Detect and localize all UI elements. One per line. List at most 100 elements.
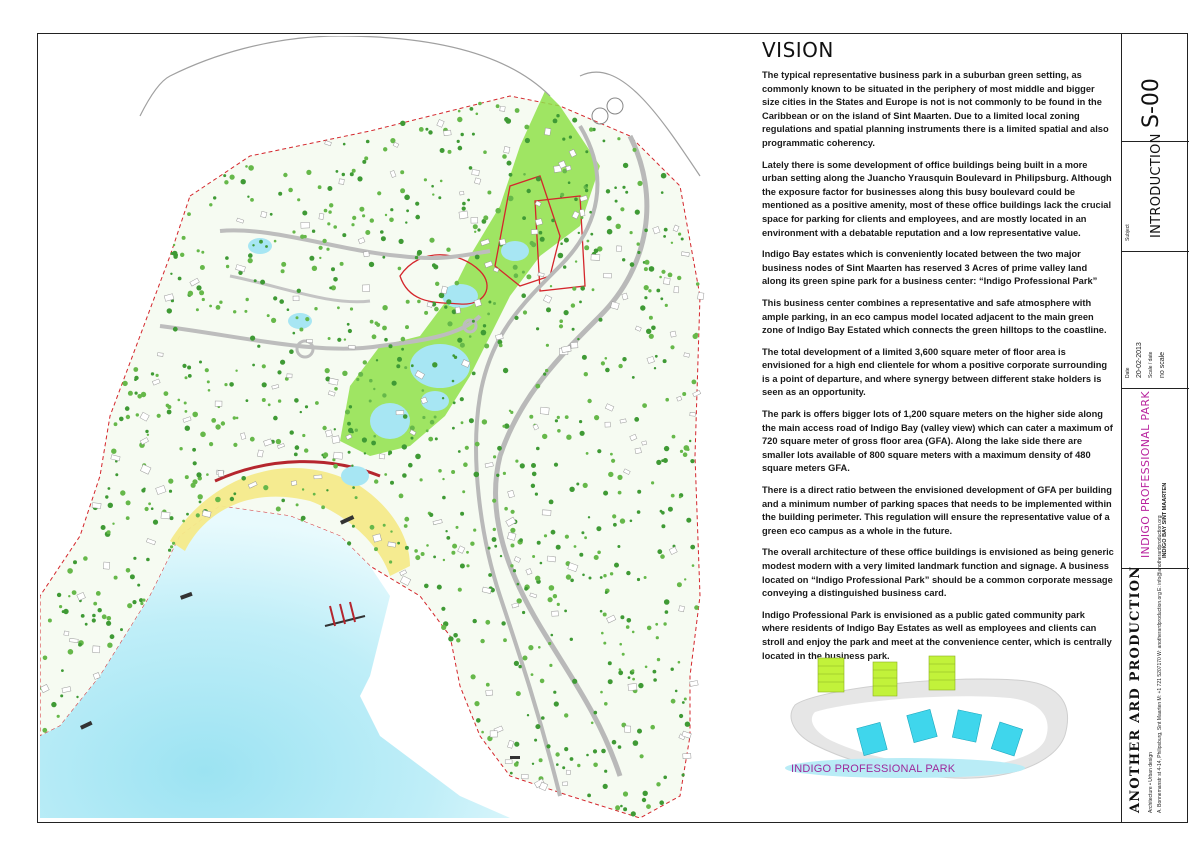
- tree: [456, 139, 460, 143]
- house-footprint: [163, 293, 175, 302]
- tree: [133, 367, 139, 372]
- tree: [651, 481, 655, 485]
- tree: [107, 642, 113, 648]
- tree: [410, 364, 414, 368]
- tree: [439, 148, 445, 153]
- tree: [61, 669, 64, 672]
- scale-label: Scale / date: [1148, 351, 1154, 378]
- tree: [330, 285, 336, 291]
- tree: [252, 363, 256, 367]
- tree: [225, 256, 229, 260]
- tree: [632, 147, 637, 152]
- house-footprint: [669, 330, 677, 338]
- tree: [590, 721, 594, 725]
- tree: [543, 372, 547, 376]
- house-footprint: [676, 395, 683, 402]
- house-footprint: [561, 345, 572, 353]
- tree: [384, 473, 388, 476]
- tree: [345, 409, 350, 415]
- house-footprint: [480, 238, 491, 246]
- tree: [209, 442, 214, 447]
- tree: [358, 371, 364, 377]
- tree: [127, 390, 133, 396]
- tree: [488, 573, 492, 577]
- house-footprint: [529, 592, 538, 599]
- building-cyan: [906, 709, 938, 743]
- tree: [471, 132, 475, 136]
- house-footprint: [260, 210, 268, 219]
- tree: [63, 608, 69, 615]
- tree: [664, 303, 668, 307]
- tree: [581, 531, 585, 535]
- tree: [333, 464, 338, 469]
- tree: [429, 512, 434, 517]
- tree: [400, 336, 406, 342]
- tree: [506, 160, 512, 166]
- tree: [342, 233, 347, 238]
- tree: [93, 601, 98, 606]
- tree: [113, 575, 118, 580]
- tree: [352, 215, 357, 220]
- tree: [245, 297, 249, 302]
- tree: [305, 317, 310, 322]
- tree: [547, 597, 553, 603]
- tree: [417, 299, 421, 304]
- tree: [457, 587, 462, 592]
- house-footprint: [235, 264, 246, 273]
- tree: [602, 612, 607, 617]
- tree: [215, 305, 221, 310]
- tree: [390, 138, 396, 144]
- tree: [617, 545, 621, 548]
- tree: [113, 422, 118, 427]
- tree: [398, 493, 404, 499]
- house-footprint: [443, 129, 452, 136]
- tree: [219, 300, 223, 304]
- tree: [586, 753, 589, 757]
- tree: [593, 762, 598, 768]
- tree: [414, 255, 419, 260]
- tree: [460, 421, 464, 425]
- tree: [337, 306, 340, 310]
- tree: [510, 564, 514, 568]
- tree: [499, 554, 503, 558]
- main-road: [493, 134, 650, 777]
- tree: [620, 615, 625, 620]
- tree: [638, 682, 644, 689]
- tree: [475, 112, 479, 116]
- tree: [304, 448, 309, 453]
- tree: [124, 406, 130, 411]
- tree: [229, 496, 235, 502]
- house-footprint: [345, 433, 353, 441]
- tree: [615, 805, 621, 811]
- tree: [622, 185, 626, 189]
- tree: [468, 418, 474, 424]
- house-footprint: [689, 412, 696, 417]
- tree: [523, 173, 526, 176]
- tree: [433, 415, 437, 419]
- tree: [311, 265, 318, 271]
- tree: [301, 488, 305, 491]
- tree: [632, 677, 635, 681]
- tree: [614, 199, 618, 203]
- firm-subtitle: Architecture • Urban design: [1148, 752, 1154, 813]
- tree: [542, 433, 548, 440]
- tree: [105, 495, 109, 499]
- tree: [650, 724, 655, 730]
- house-footprint: [558, 160, 567, 169]
- tree: [233, 310, 237, 314]
- tree: [618, 363, 623, 369]
- tree: [369, 218, 374, 223]
- tree: [373, 434, 377, 438]
- tree: [107, 502, 114, 508]
- tree: [482, 324, 487, 328]
- tree: [125, 568, 131, 573]
- tree: [648, 289, 652, 293]
- tree: [333, 428, 336, 431]
- tree: [401, 444, 407, 450]
- tree: [681, 773, 685, 777]
- tree: [661, 269, 666, 274]
- tree: [611, 458, 616, 463]
- tree: [571, 327, 575, 331]
- tree: [245, 165, 248, 168]
- tree: [579, 552, 584, 557]
